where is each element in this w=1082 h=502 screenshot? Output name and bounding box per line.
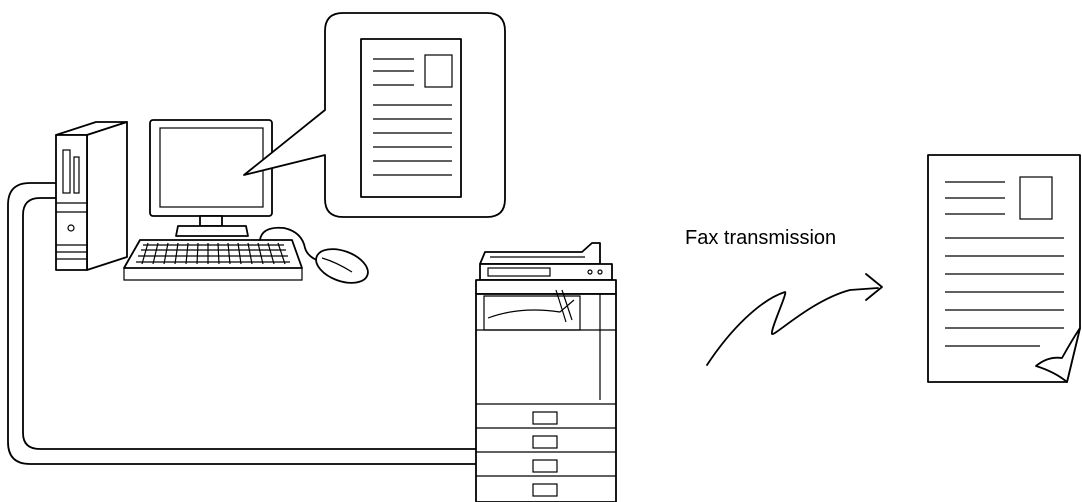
transmission-arrow-icon bbox=[707, 274, 882, 365]
document-callout-icon bbox=[244, 13, 505, 217]
monitor-icon bbox=[150, 120, 272, 236]
keyboard-icon bbox=[124, 240, 302, 280]
received-document-icon bbox=[928, 155, 1080, 382]
computer-tower-icon bbox=[56, 122, 127, 270]
multifunction-printer-icon bbox=[476, 243, 616, 502]
fax-transmission-label: Fax transmission bbox=[685, 227, 836, 249]
